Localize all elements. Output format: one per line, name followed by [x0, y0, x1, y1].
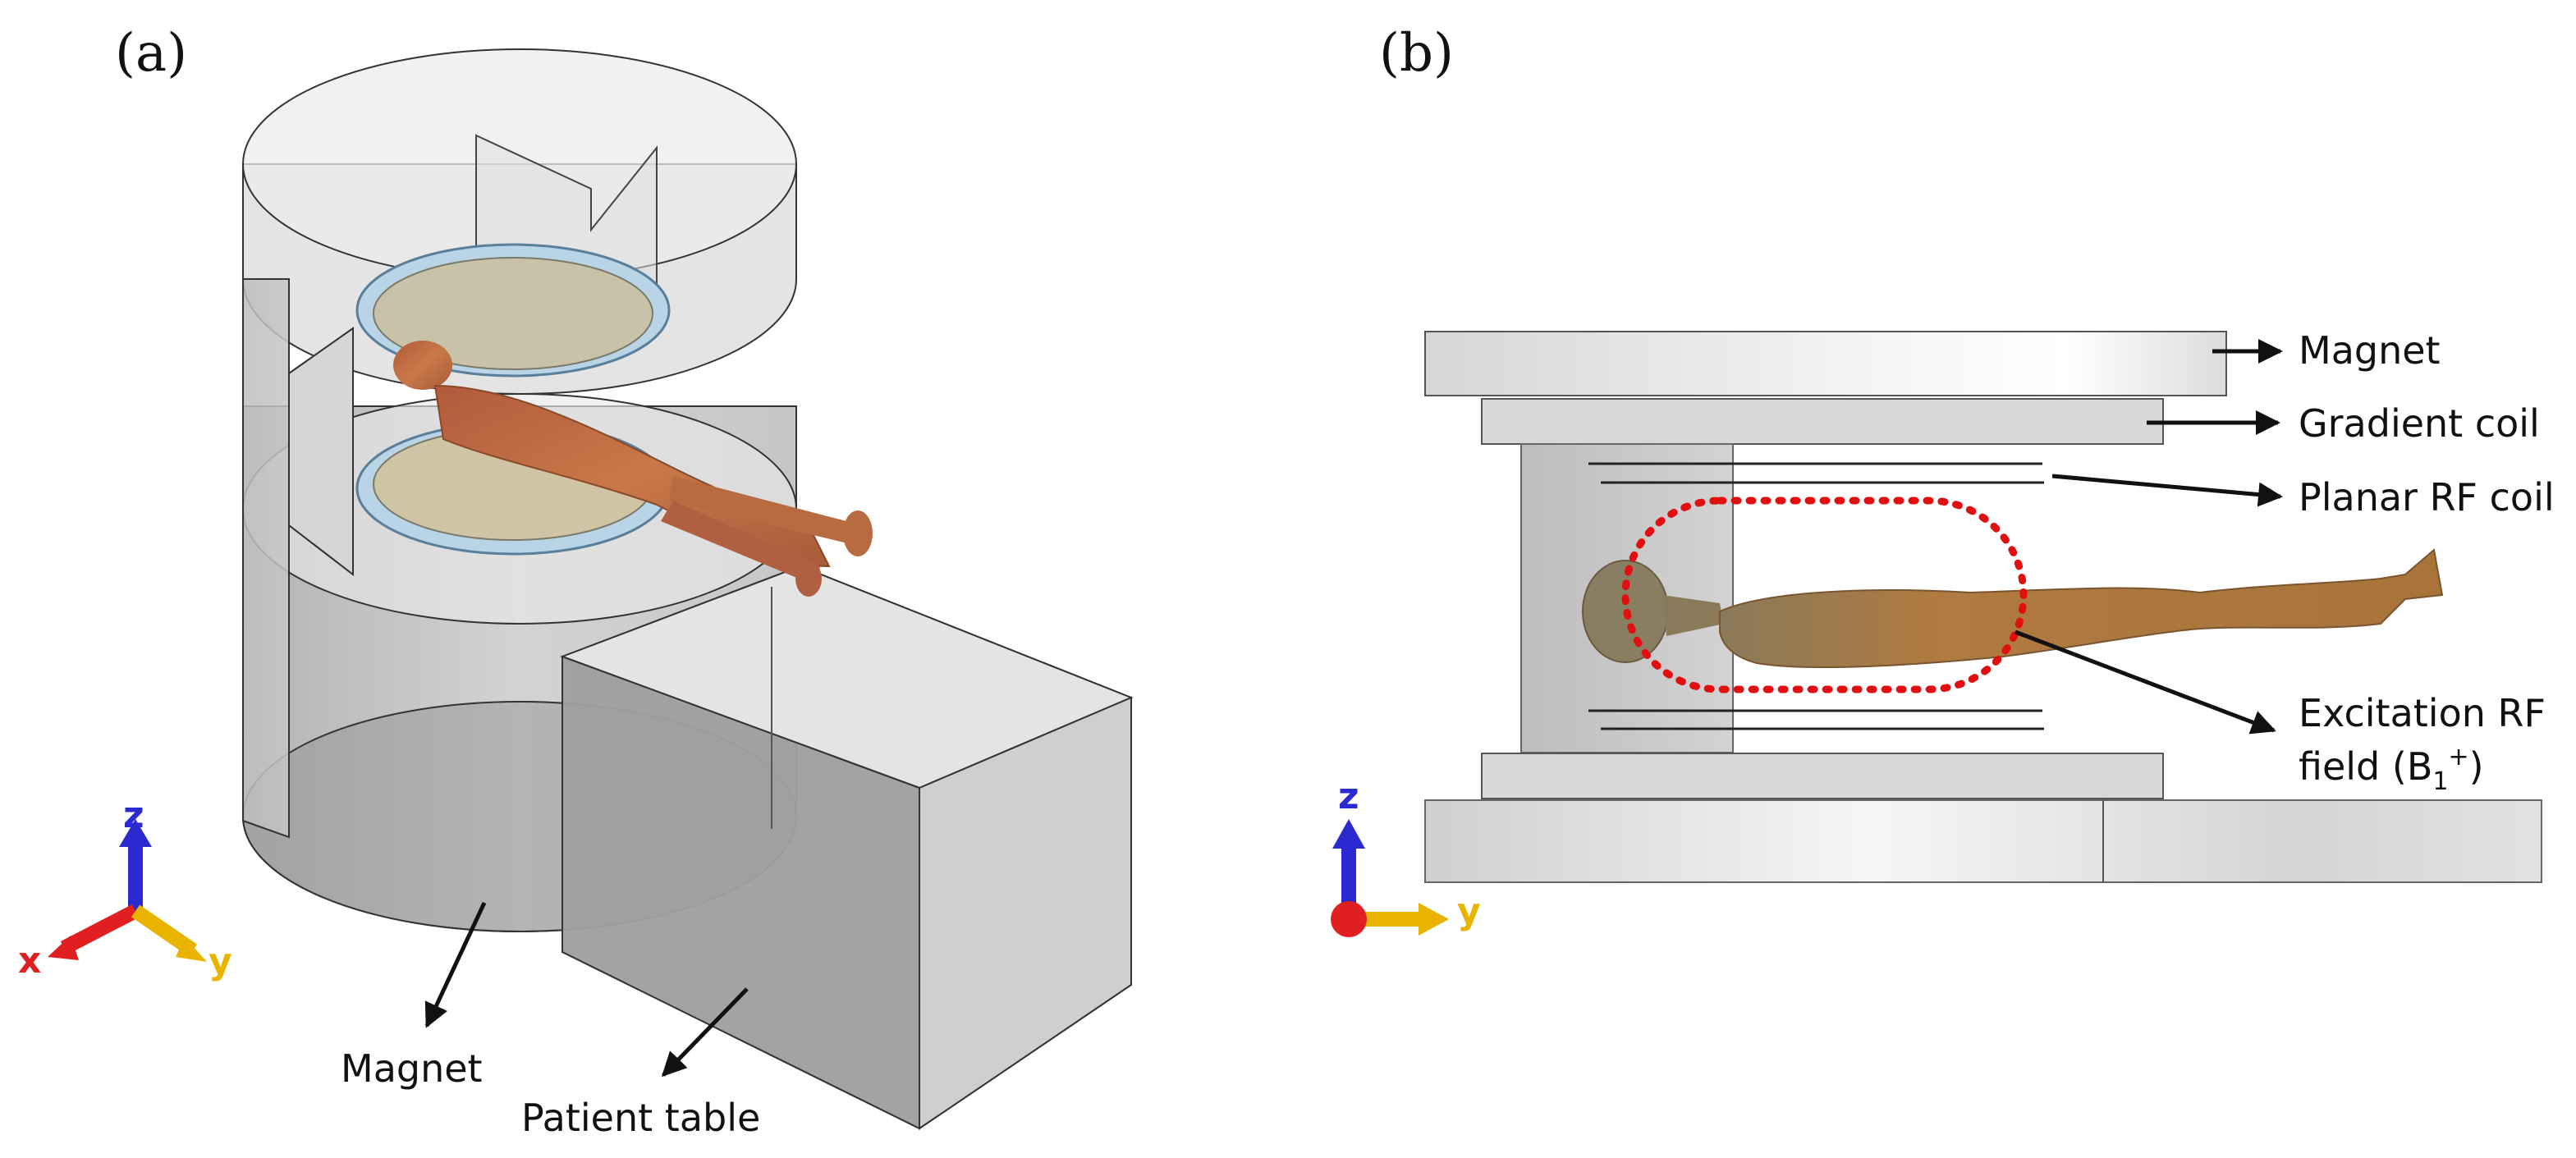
magnet-top-plate: [1424, 331, 2227, 396]
magnet-label-b: Magnet: [2299, 328, 2441, 373]
panel-a: (a): [18, 23, 1134, 1140]
panel-a-label: (a): [115, 23, 187, 84]
y-axis-label-a: y: [209, 941, 232, 982]
gradient-coil-top: [1481, 398, 2164, 445]
mri-cross-section: [1424, 331, 2542, 883]
magnet-3d: [242, 48, 1134, 1130]
patient-table-label: Patient table: [521, 1096, 760, 1140]
panel-b-label: (b): [1379, 23, 1454, 84]
human-model-3d: [393, 341, 873, 597]
x-axis-dot-b: [1331, 901, 1367, 937]
patient-table-b: [1424, 799, 2542, 883]
excitation-label-line1: Excitation RF: [2299, 691, 2546, 735]
panel-b: (b): [1331, 23, 2555, 937]
x-axis-label-a: x: [18, 940, 41, 982]
axis-triad-a: z x y: [18, 794, 232, 982]
magnet-arrow-a: [424, 901, 487, 1028]
planar-rf-coil: [1588, 462, 2044, 730]
y-axis-label-b: y: [1457, 890, 1481, 932]
gradient-coil-bottom: [1481, 753, 2164, 799]
rf-field-outline: [1621, 497, 2028, 693]
z-axis-label-a: z: [123, 794, 144, 836]
x-axis-arrow-a: [60, 904, 140, 954]
planar-rf-coil-label: Planar RF coil: [2299, 475, 2555, 519]
magnet-label-a: Magnet: [341, 1046, 483, 1091]
gradient-coil-label: Gradient coil: [2299, 401, 2540, 446]
z-axis-label-b: z: [1338, 776, 1359, 817]
axis-triad-b: z y: [1331, 776, 1481, 937]
excitation-field-arrow: [2015, 629, 2276, 735]
excitation-label-line2: field (B1+): [2299, 743, 2484, 796]
patient-table-arrow: [661, 987, 749, 1078]
planar-rf-coil-arrow: [2051, 474, 2283, 507]
